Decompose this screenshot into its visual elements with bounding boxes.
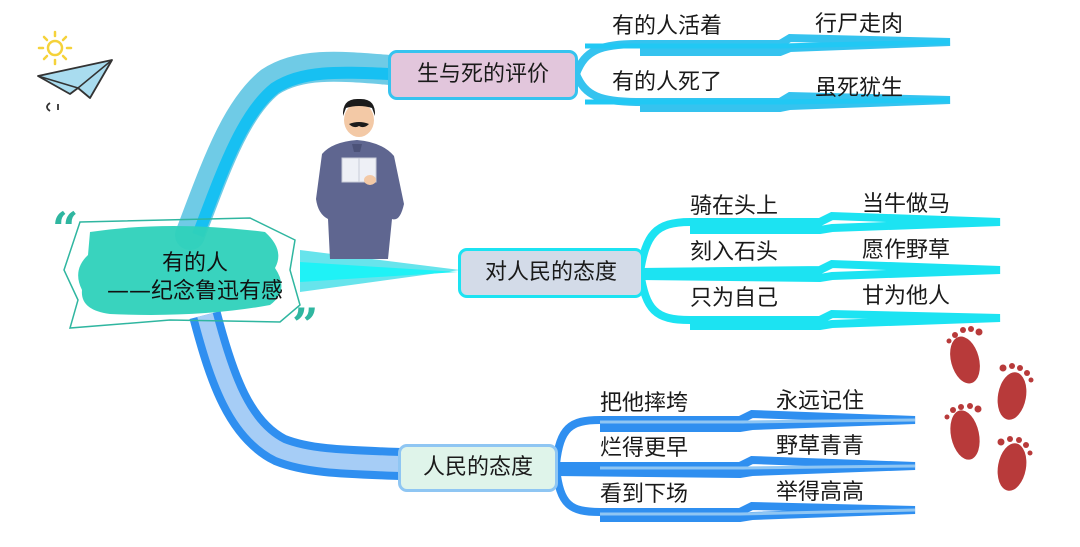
sub-item-right[interactable]: 行尸走肉 — [815, 12, 904, 37]
branch-label: 对人民的态度 — [484, 260, 617, 285]
central-topic-text: 有的人 ——纪念鲁迅有感 — [70, 250, 320, 306]
sub-item-left[interactable]: 刻入石头 — [690, 240, 779, 265]
open-quote-icon: “ — [52, 202, 79, 256]
branch-label: 生与死的评价 — [416, 62, 549, 87]
brush-stroke-background — [63, 217, 301, 329]
sub-item-right[interactable]: 虽死犹生 — [815, 76, 904, 101]
sub-item-right[interactable]: 野草青青 — [776, 434, 865, 459]
sub-item-left[interactable]: 有的人死了 — [612, 70, 723, 95]
sun-and-paper-plane-icon — [37, 30, 113, 112]
branch-label: 人民的态度 — [422, 455, 533, 480]
central-topic-subtitle: ——纪念鲁迅有感 — [106, 279, 283, 304]
branch-attitude-toward-people[interactable]: 对人民的态度 — [458, 248, 644, 298]
sub-item-right[interactable]: 永远记住 — [776, 389, 865, 414]
sub-item-right[interactable]: 当牛做马 — [862, 192, 951, 217]
lu-xun-figure-illustration — [316, 98, 404, 259]
branch-life-and-death-evaluation[interactable]: 生与死的评价 — [388, 50, 578, 100]
central-topic[interactable]: “ ” 有的人 ——纪念鲁迅有感 — [52, 206, 318, 348]
sub-item-left[interactable]: 看到下场 — [600, 482, 689, 507]
footprints-icon — [944, 326, 1034, 491]
central-topic-title: 有的人 — [161, 251, 228, 276]
sub-item-right[interactable]: 甘为他人 — [862, 284, 951, 309]
sub-item-left[interactable]: 把他摔垮 — [600, 391, 689, 416]
sub-item-left[interactable]: 只为自己 — [690, 286, 779, 311]
sub-item-right[interactable]: 愿作野草 — [862, 238, 951, 263]
close-quote-icon: ” — [292, 298, 319, 352]
sub-item-right[interactable]: 举得高高 — [776, 480, 865, 505]
sub-item-left[interactable]: 有的人活着 — [612, 14, 723, 39]
sub-item-left[interactable]: 烂得更早 — [600, 436, 689, 461]
branch-peoples-attitude[interactable]: 人民的态度 — [398, 444, 558, 492]
sub-item-left[interactable]: 骑在头上 — [690, 194, 779, 219]
